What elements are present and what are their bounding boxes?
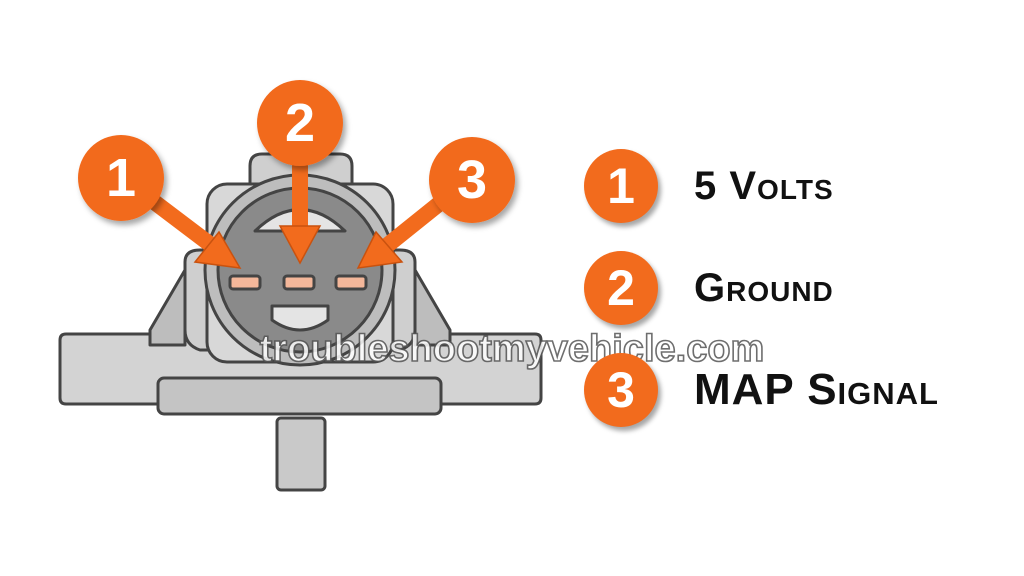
housing-wing-right — [413, 268, 452, 347]
pin-1 — [228, 274, 262, 291]
pin-badges: 1 2 3 — [78, 80, 515, 223]
legend-badge-3: 3 — [584, 353, 658, 427]
legend-badge-2: 2 — [584, 251, 658, 325]
badge-2-number: 2 — [285, 93, 315, 153]
badge-1-number: 1 — [106, 148, 136, 208]
badge-2: 2 — [257, 80, 343, 166]
legend-item-3: 3 MAP Signal — [584, 350, 939, 430]
badge-3-number: 3 — [457, 150, 487, 210]
flange-base — [156, 376, 443, 416]
legend-item-2: 2 Ground — [584, 248, 834, 328]
housing-wing-left — [148, 268, 187, 347]
pin-3 — [334, 274, 368, 291]
arrow-1 — [137, 187, 242, 269]
map-sensor — [58, 152, 543, 492]
badge-3: 3 — [429, 137, 515, 223]
vacuum-port — [275, 416, 327, 492]
key-tab-bottom — [270, 304, 330, 332]
legend-item-1: 1 5 Volts — [584, 146, 834, 226]
legend-label-2: Ground — [694, 265, 834, 310]
legend-label-1: 5 Volts — [694, 163, 834, 208]
legend-badge-1: 1 — [584, 149, 658, 223]
legend-label-3: MAP Signal — [694, 365, 939, 414]
badge-1: 1 — [78, 135, 164, 221]
watermark: troubleshootmyvehicle.com — [260, 328, 765, 370]
pin-2 — [282, 274, 316, 291]
